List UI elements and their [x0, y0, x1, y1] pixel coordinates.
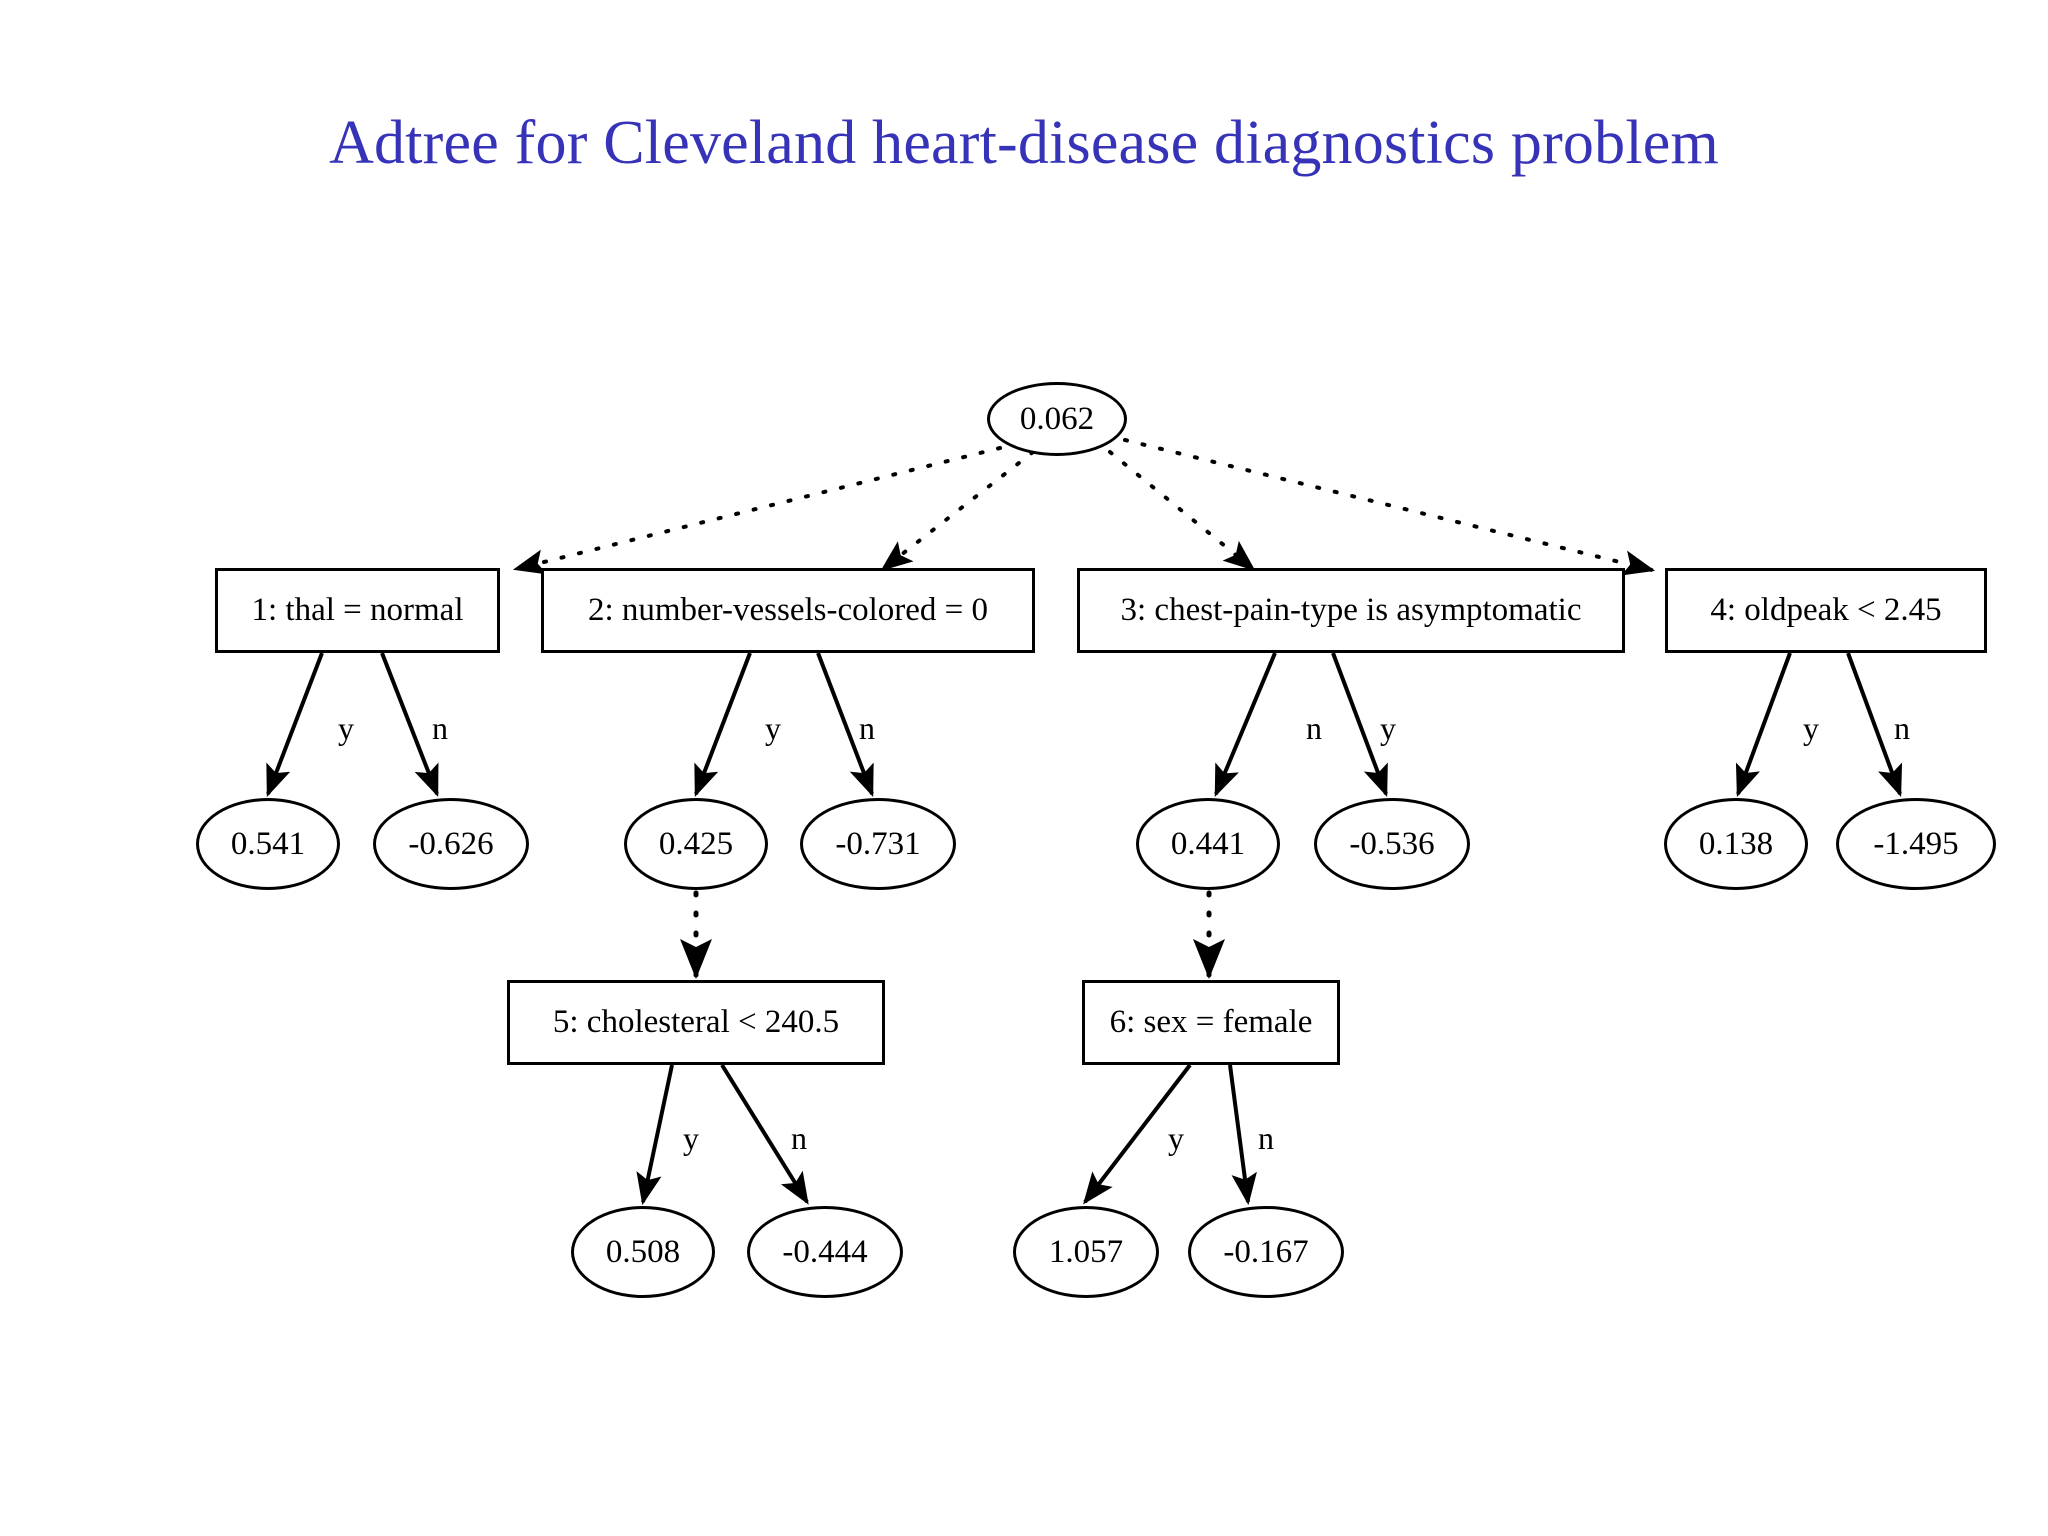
edge-split4-y	[1735, 652, 1792, 798]
branch-label-5-y: y	[683, 1120, 699, 1156]
node-leaf-4-y[interactable]: 0.138	[1664, 798, 1808, 890]
edge-split2-n	[816, 652, 874, 797]
node-split-6-label: 6: sex = female	[1109, 1004, 1313, 1040]
node-leaf-2-y[interactable]: 0.425	[624, 798, 768, 890]
node-leaf-1-n-value: -0.626	[408, 825, 494, 862]
edge-root-to-split3	[1108, 450, 1256, 572]
node-leaf-3-n[interactable]: 0.441	[1136, 798, 1280, 890]
node-leaf-2-n[interactable]: -0.731	[800, 798, 956, 890]
branch-label-2-n: n	[859, 710, 875, 746]
node-leaf-4-n[interactable]: -1.495	[1836, 798, 1996, 890]
edge-split1-y	[266, 652, 324, 797]
node-split-4[interactable]: 4: oldpeak < 2.45	[1665, 568, 1987, 653]
edge-root-to-split4	[1123, 438, 1656, 576]
edge-split1-n	[380, 652, 439, 797]
node-split-6[interactable]: 6: sex = female	[1082, 980, 1340, 1065]
edge-split6-n	[1228, 1064, 1257, 1206]
node-split-2[interactable]: 2: number-vessels-colored = 0	[541, 568, 1035, 653]
node-leaf-1-y-value: 0.541	[230, 825, 306, 862]
node-leaf-6-n-value: -0.167	[1223, 1233, 1309, 1270]
edge-root-to-split2	[880, 450, 1035, 571]
branch-label-2-y: y	[765, 710, 781, 746]
branch-label-5-n: n	[791, 1120, 807, 1156]
edge-root-to-split1	[512, 446, 1002, 575]
node-leaf-1-n[interactable]: -0.626	[373, 798, 529, 890]
edge-split6-y	[1083, 1063, 1192, 1205]
edge-split5-y	[636, 1064, 674, 1206]
node-leaf-5-n-value: -0.444	[782, 1233, 868, 1270]
branch-label-6-n: n	[1258, 1120, 1274, 1156]
node-root[interactable]: 0.062	[987, 382, 1127, 456]
node-leaf-4-n-value: -1.495	[1873, 825, 1959, 862]
branch-label-1-y: y	[338, 710, 354, 746]
branch-label-4-y: y	[1803, 710, 1819, 746]
node-split-5[interactable]: 5: cholesteral < 240.5	[507, 980, 885, 1065]
branch-label-6-y: y	[1168, 1120, 1184, 1156]
branch-label-3-y: y	[1380, 710, 1396, 746]
node-split-1[interactable]: 1: thal = normal	[215, 568, 500, 653]
branch-label-3-n: n	[1306, 710, 1322, 746]
page-title: Adtree for Cleveland heart-disease diagn…	[329, 109, 1719, 177]
node-split-1-label: 1: thal = normal	[251, 592, 464, 628]
node-leaf-6-y[interactable]: 1.057	[1013, 1206, 1159, 1298]
node-split-3[interactable]: 3: chest-pain-type is asymptomatic	[1077, 568, 1625, 653]
edge-split2-y	[694, 652, 752, 797]
node-leaf-3-n-value: 0.441	[1170, 825, 1246, 862]
node-leaf-6-n[interactable]: -0.167	[1188, 1206, 1344, 1298]
node-split-2-label: 2: number-vessels-colored = 0	[587, 592, 989, 628]
branch-label-4-n: n	[1894, 710, 1910, 746]
edge-split4-n	[1846, 652, 1903, 798]
branch-label-1-n: n	[432, 710, 448, 746]
node-leaf-2-n-value: -0.731	[835, 825, 921, 862]
node-leaf-3-y[interactable]: -0.536	[1314, 798, 1470, 890]
node-leaf-2-y-value: 0.425	[658, 825, 734, 862]
node-leaf-5-y-value: 0.508	[605, 1233, 681, 1270]
node-split-3-label: 3: chest-pain-type is asymptomatic	[1120, 592, 1582, 628]
node-root-value: 0.062	[1019, 400, 1095, 437]
node-split-4-label: 4: oldpeak < 2.45	[1710, 592, 1942, 628]
node-split-5-label: 5: cholesteral < 240.5	[552, 1004, 840, 1040]
node-leaf-6-y-value: 1.057	[1048, 1233, 1124, 1270]
node-leaf-3-y-value: -0.536	[1349, 825, 1435, 862]
node-leaf-5-y[interactable]: 0.508	[571, 1206, 715, 1298]
node-leaf-5-n[interactable]: -0.444	[747, 1206, 903, 1298]
edge-split3-n	[1214, 652, 1277, 797]
node-leaf-4-y-value: 0.138	[1698, 825, 1774, 862]
edge-split3-y	[1331, 652, 1388, 797]
edge-split5-n	[720, 1063, 809, 1205]
node-leaf-1-y[interactable]: 0.541	[196, 798, 340, 890]
